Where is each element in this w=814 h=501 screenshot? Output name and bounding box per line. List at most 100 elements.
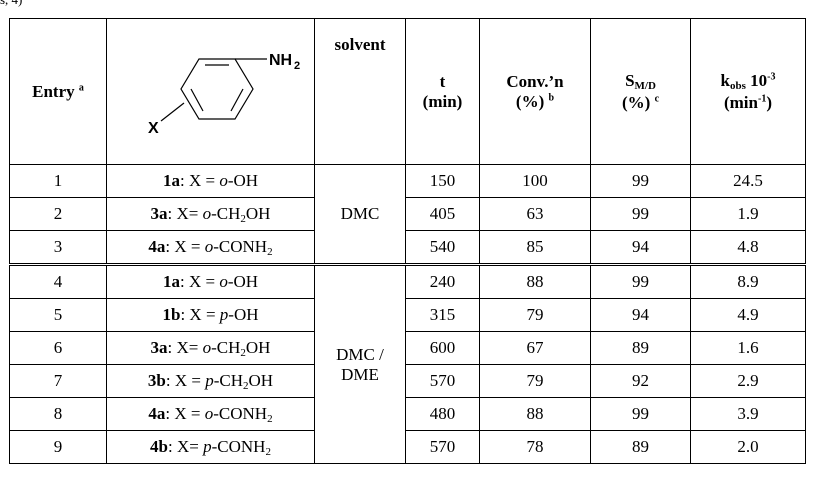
cell-kobs: 1.6 <box>690 331 806 365</box>
svg-text:2: 2 <box>294 60 300 72</box>
compound-x-label: : X = <box>165 403 205 423</box>
aniline-structure-icon: NH 2 X <box>148 52 300 137</box>
svg-text:X: X <box>148 120 159 137</box>
cell-conversion: 67 <box>479 331 591 365</box>
compound-x-label: : X= <box>168 436 204 456</box>
cell-compound: 3b: X = p-CH2OH <box>106 364 315 398</box>
compound-group: -OH <box>227 272 259 291</box>
cell-conversion: 88 <box>479 397 591 431</box>
compound-group: -OH <box>227 171 259 190</box>
compound-position: o <box>219 272 228 291</box>
header-conversion: Conv.’n(%) b <box>479 18 591 165</box>
cell-entry: 8 <box>9 397 107 431</box>
cell-entry: 1 <box>9 164 107 198</box>
cell-entry: 5 <box>9 298 107 332</box>
compound-id: 3a <box>150 337 168 357</box>
cell-selectivity: 89 <box>590 430 691 464</box>
cell-compound: 4a: X = o-CONH2 <box>106 397 315 431</box>
cell-solvent: DMC <box>314 164 406 265</box>
compound-position: p <box>205 370 214 390</box>
compound-id: 1a <box>162 272 180 291</box>
cell-conversion: 78 <box>479 430 591 464</box>
compound-group: -CONH <box>213 403 268 423</box>
compound-group-sub: 2 <box>265 445 271 458</box>
compound-x-label: : X= <box>167 337 203 357</box>
cell-kobs: 1.9 <box>690 197 806 231</box>
cell-time: 405 <box>405 197 480 231</box>
header-time: t(min) <box>405 18 480 165</box>
compound-position: o <box>204 403 214 423</box>
compound-position: o <box>204 236 214 256</box>
cell-kobs: 2.0 <box>690 430 806 464</box>
compound-group-tail: OH <box>245 203 271 223</box>
compound-x-label: : X = <box>179 272 220 291</box>
cell-entry: 3 <box>9 230 107 265</box>
compound-group: -CH <box>211 337 241 357</box>
compound-position: p <box>203 436 212 456</box>
results-table: Entry a NH 2 X solvent t(m <box>9 18 806 464</box>
compound-group: -OH <box>228 305 259 324</box>
compound-id: 1a <box>162 171 180 190</box>
compound-group-sub: 2 <box>240 346 246 359</box>
cell-conversion: 79 <box>479 298 591 332</box>
cell-kobs: 3.9 <box>690 397 806 431</box>
solvent-name: DMC <box>340 204 380 223</box>
compound-position: o <box>202 203 212 223</box>
cell-compound: 4b: X= p-CONH2 <box>106 430 315 464</box>
cell-compound: 3a: X= o-CH2OH <box>106 331 315 365</box>
caption-fragment: s, 4) <box>0 0 22 8</box>
compound-id: 3a <box>150 203 168 223</box>
cell-conversion: 63 <box>479 197 591 231</box>
cell-compound: 1b: X = p-OH <box>106 298 315 332</box>
compound-id: 1b <box>162 305 181 324</box>
compound-group-sub: 2 <box>267 245 273 258</box>
compound-id: 4a <box>148 403 166 423</box>
cell-kobs: 4.9 <box>690 298 806 332</box>
compound-group-sub: 2 <box>267 412 273 425</box>
cell-entry: 9 <box>9 430 107 464</box>
header-entry: Entry a <box>9 18 107 165</box>
cell-selectivity: 94 <box>590 230 691 265</box>
cell-time: 600 <box>405 331 480 365</box>
cell-kobs: 24.5 <box>690 164 806 198</box>
cell-kobs: 4.8 <box>690 230 806 265</box>
cell-selectivity: 92 <box>590 364 691 398</box>
cell-solvent: DMC /DME <box>314 263 406 464</box>
cell-kobs: 8.9 <box>690 263 806 299</box>
cell-selectivity: 99 <box>590 197 691 231</box>
cell-selectivity: 94 <box>590 298 691 332</box>
compound-group: -CH <box>211 203 241 223</box>
solvent-name-2: DME <box>341 364 379 384</box>
cell-selectivity: 89 <box>590 331 691 365</box>
cell-entry: 7 <box>9 364 107 398</box>
compound-group-tail: OH <box>245 337 271 357</box>
header-structure: NH 2 X <box>106 18 315 165</box>
compound-position: o <box>219 171 228 190</box>
compound-group: -CONH <box>211 436 266 456</box>
cell-compound: 1a: X = o-OH <box>106 263 315 299</box>
cell-time: 150 <box>405 164 480 198</box>
header-selectivity: SM/D(%) c <box>590 18 691 165</box>
cell-compound: 1a: X = o-OH <box>106 164 315 198</box>
compound-group: -CONH <box>213 236 268 256</box>
header-kobs: kobs 10-3(min-1) <box>690 18 806 165</box>
compound-group: -CH <box>213 370 244 390</box>
compound-x-label: : X = <box>165 236 205 256</box>
compound-x-label: : X = <box>179 171 220 190</box>
cell-selectivity: 99 <box>590 263 691 299</box>
compound-group-tail: OH <box>248 370 274 390</box>
cell-selectivity: 99 <box>590 164 691 198</box>
svg-text:NH: NH <box>269 52 292 69</box>
compound-group-sub: 2 <box>243 379 249 392</box>
compound-x-label: : X= <box>167 203 203 223</box>
compound-x-label: : X = <box>180 305 220 324</box>
header-row: Entry a NH 2 X solvent t(m <box>9 18 806 165</box>
cell-time: 570 <box>405 430 480 464</box>
